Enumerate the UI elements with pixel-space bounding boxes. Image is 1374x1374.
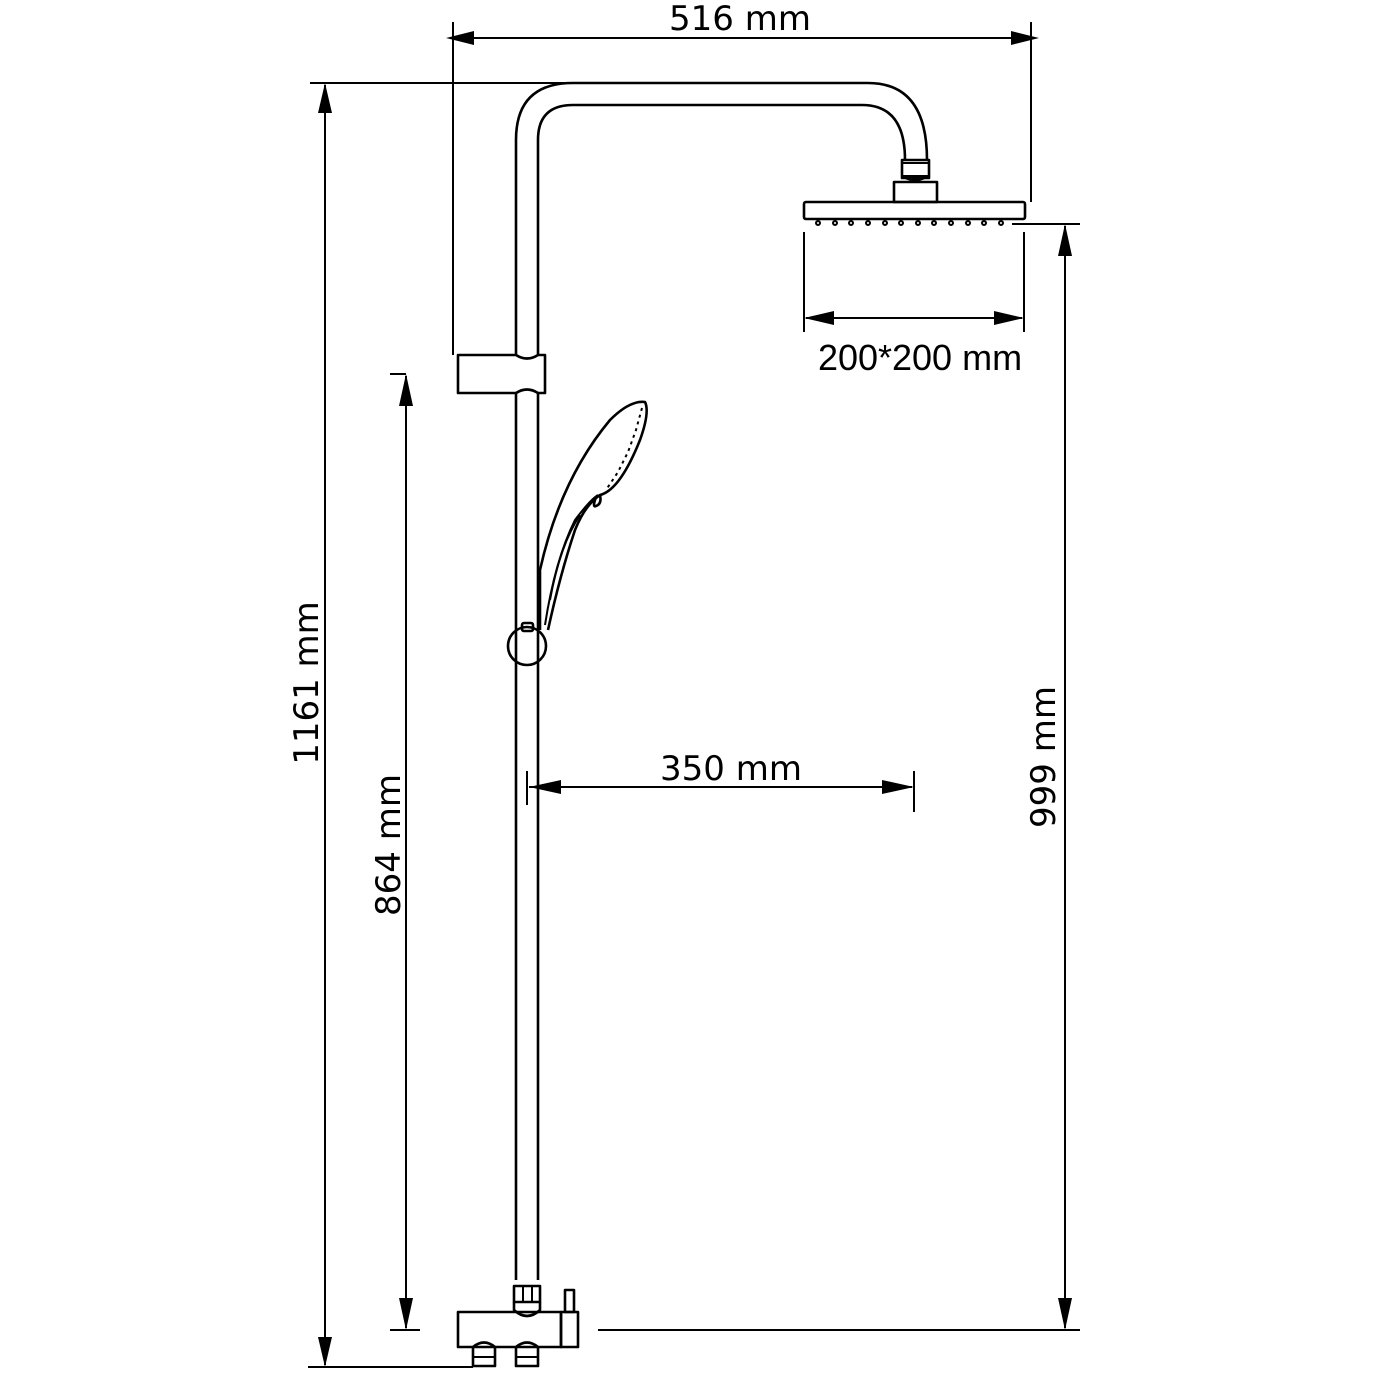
dimension-label-slide-height: 864 mm xyxy=(369,774,409,916)
overhead-rain-shower-head xyxy=(802,200,1027,226)
dimension-overall-height: 1161 mm xyxy=(287,82,573,1368)
dimension-label-head-height: 999 mm xyxy=(1024,686,1064,828)
riser-rail xyxy=(514,81,929,1280)
dimension-label-arm-projection: 350 mm xyxy=(660,749,802,789)
dimension-slide-height: 864 mm xyxy=(369,373,420,1331)
dimension-label-head-size: 200*200 mm xyxy=(818,337,1022,378)
dimension-overall-width: 516 mm xyxy=(446,0,1039,355)
slide-holder-clamp xyxy=(456,353,547,395)
hand-shower xyxy=(538,400,648,631)
hand-shower-holder-knob xyxy=(506,621,548,667)
dimension-head-size: 200*200 mm xyxy=(803,232,1025,378)
shower-arm-nut xyxy=(892,158,939,204)
dimension-label-overall-height: 1161 mm xyxy=(287,601,327,765)
dimension-label-width: 516 mm xyxy=(669,0,811,39)
dimension-head-height: 999 mm xyxy=(598,223,1080,1331)
nozzles xyxy=(815,220,1004,226)
dimension-arm-projection: 350 mm xyxy=(526,749,915,812)
diverter-mixer-valve xyxy=(456,1284,580,1368)
